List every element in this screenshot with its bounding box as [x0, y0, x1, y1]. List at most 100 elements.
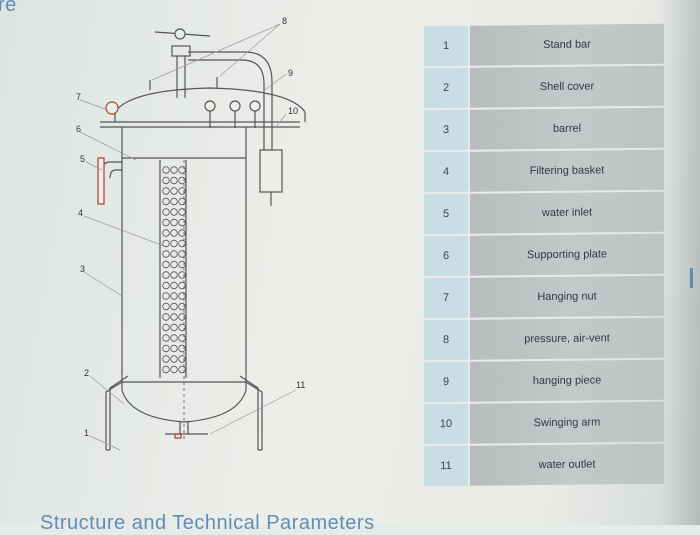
part-number-cell: 1 — [424, 25, 468, 67]
part-name-cell: Stand bar — [468, 23, 664, 66]
basket-hole — [162, 355, 170, 363]
basket-hole — [178, 292, 186, 300]
basket-hole — [170, 271, 178, 279]
basket-hole — [178, 166, 186, 174]
basket-hole — [170, 250, 178, 258]
part-name-cell: pressure, air-vent — [468, 317, 664, 360]
part-number-cell: 6 — [424, 235, 468, 277]
basket-hole — [162, 229, 170, 237]
basket-hole — [178, 313, 186, 321]
basket-hole — [162, 302, 170, 311]
part-number-cell: 4 — [424, 151, 468, 193]
basket-hole — [170, 355, 178, 363]
drawing-label-8: 8 — [282, 16, 287, 26]
part-number-cell: 2 — [424, 67, 468, 109]
part-name-cell: water outlet — [468, 443, 664, 486]
basket-hole — [170, 302, 178, 311]
basket-hole — [178, 187, 186, 195]
basket-hole — [170, 313, 178, 321]
part-number-cell: 3 — [424, 109, 468, 151]
drawing-label-10: 10 — [288, 106, 298, 116]
basket-hole — [170, 323, 178, 332]
basket-hole — [162, 344, 170, 353]
part-number-cell: 11 — [424, 445, 468, 487]
basket-hole — [170, 229, 178, 237]
next-section-heading-fragment: Structure and Technical Parameters — [40, 512, 375, 534]
basket-hole — [178, 218, 186, 227]
basket-hole — [170, 365, 178, 374]
page-margin-mark — [690, 268, 693, 288]
part-name-cell: Swinging arm — [468, 401, 664, 444]
drawing-label-2: 2 — [84, 368, 89, 378]
basket-hole — [162, 208, 170, 216]
basket-hole — [170, 260, 178, 269]
basket-hole — [162, 334, 170, 342]
part-name-cell: hanging piece — [468, 359, 664, 402]
basket-hole — [170, 292, 178, 300]
basket-hole — [162, 271, 170, 279]
basket-hole — [178, 302, 186, 311]
basket-hole — [178, 197, 186, 206]
basket-hole — [162, 187, 170, 195]
basket-hole — [178, 365, 186, 374]
basket-hole — [162, 176, 170, 185]
basket-hole — [170, 281, 178, 290]
part-number-cell: 10 — [424, 403, 468, 445]
basket-hole — [162, 365, 170, 374]
basket-hole — [178, 229, 186, 237]
basket-hole — [178, 271, 186, 279]
part-number-cell: 7 — [424, 277, 468, 319]
basket-hole — [162, 218, 170, 227]
basket-hole — [178, 260, 186, 269]
basket-hole — [162, 260, 170, 269]
basket-hole — [178, 239, 186, 248]
basket-hole — [170, 166, 178, 174]
page-edge-shadow — [660, 0, 700, 525]
basket-hole — [170, 187, 178, 195]
basket-hole — [178, 355, 186, 363]
part-name-cell: Supporting plate — [468, 233, 664, 276]
part-name-cell: Shell cover — [468, 65, 664, 108]
basket-hole — [170, 334, 178, 342]
drawing-label-4: 4 — [78, 208, 83, 218]
basket-hole — [178, 334, 186, 342]
basket-hole — [162, 239, 170, 248]
part-name-cell: Filtering basket — [468, 149, 664, 192]
drawing-label-7: 7 — [76, 92, 81, 102]
basket-hole — [178, 344, 186, 353]
basket-hole — [178, 250, 186, 258]
part-name-cell: Hanging nut — [468, 275, 664, 318]
drawing-label-9: 9 — [288, 68, 293, 78]
filter-structure-drawing: 8 9 10 7 6 5 4 3 2 1 11 — [76, 16, 306, 451]
drawing-label-5: 5 — [80, 154, 85, 164]
basket-hole — [170, 197, 178, 206]
section-heading-fragment: re — [0, 0, 17, 16]
drawing-label-1: 1 — [84, 428, 89, 438]
basket-hole — [170, 344, 178, 353]
basket-hole — [170, 218, 178, 227]
basket-hole — [162, 313, 170, 321]
drawing-label-3: 3 — [80, 264, 85, 274]
basket-hole — [178, 323, 186, 332]
basket-hole — [170, 239, 178, 248]
basket-hole — [178, 281, 186, 290]
part-name-cell: water inlet — [468, 191, 664, 234]
basket-hole — [170, 208, 178, 216]
part-number-cell: 5 — [424, 193, 468, 235]
basket-hole — [162, 281, 170, 290]
basket-hole — [162, 323, 170, 332]
basket-hole — [162, 197, 170, 206]
basket-hole — [178, 208, 186, 216]
